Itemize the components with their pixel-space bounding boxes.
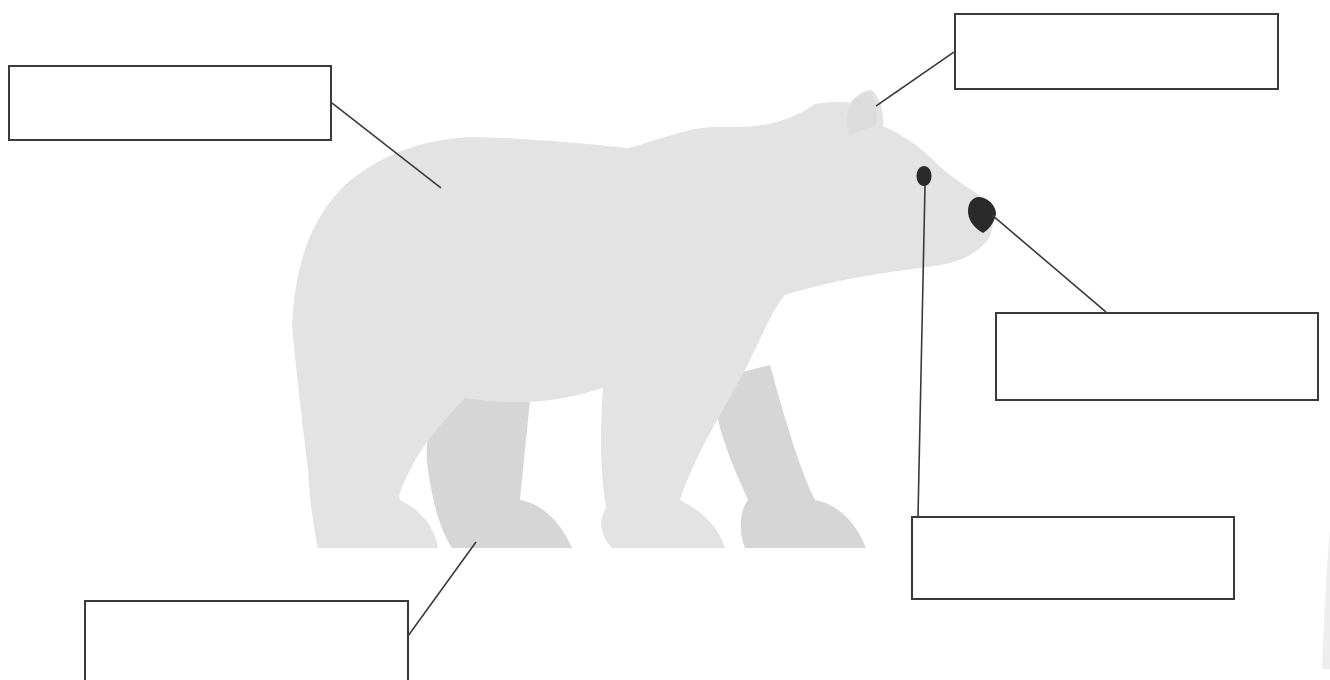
label-box-body[interactable] xyxy=(8,65,332,141)
bear-ear xyxy=(846,92,877,136)
leader-line-paw xyxy=(407,541,477,637)
label-box-ear[interactable] xyxy=(954,13,1279,90)
label-box-nose[interactable] xyxy=(995,312,1319,401)
leader-line-eye xyxy=(917,185,926,517)
leader-line-ear xyxy=(875,51,955,107)
label-box-eye[interactable] xyxy=(911,516,1235,600)
leader-line-body xyxy=(331,102,442,189)
bear-body xyxy=(292,90,994,548)
edge-decoration xyxy=(1322,528,1330,669)
bear-eye xyxy=(916,166,932,186)
label-box-paw[interactable] xyxy=(84,600,409,680)
bear-nose xyxy=(968,197,996,233)
bear-front-leg-far xyxy=(712,365,866,548)
bear-back-leg-far xyxy=(426,392,572,548)
leader-line-nose xyxy=(991,214,1107,313)
